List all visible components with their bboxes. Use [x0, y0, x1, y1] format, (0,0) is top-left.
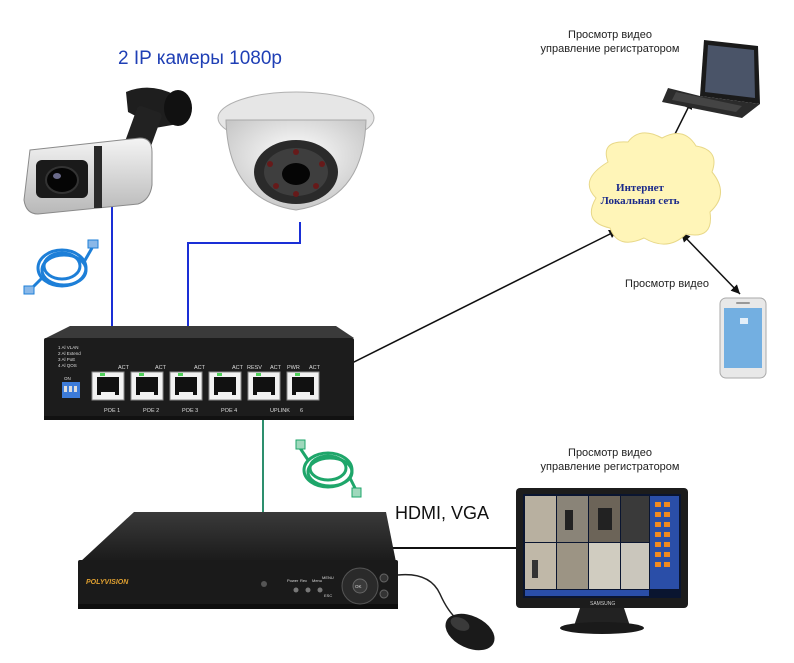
- laptop-label: Просмотр видео управление регистратором: [520, 28, 700, 56]
- hdmi-vga-label: HDMI, VGA: [395, 503, 490, 523]
- dvr-button-label: Rec: [300, 578, 307, 583]
- switch-port: [208, 371, 242, 401]
- port-bottom-label: 6: [300, 408, 303, 414]
- cloud-phone-arrow: [680, 232, 741, 295]
- cloud-label: Интернет Локальная сеть: [590, 182, 690, 208]
- phone-label: Просмотр видео: [625, 278, 709, 290]
- port-bottom-label: POE 3: [182, 408, 198, 414]
- mouse-icon: [397, 573, 495, 651]
- port-top-label: PWR: [287, 365, 300, 371]
- dvr-ok-label: OK: [355, 584, 362, 589]
- port-top-label: ACT: [232, 365, 244, 371]
- switch-port: [130, 371, 164, 401]
- green-patch-cable-icon: [295, 439, 362, 498]
- port-top-label: ACT: [155, 365, 167, 371]
- switch-side-label: 3 Al PoE: [58, 357, 75, 362]
- port-top-label: ACT: [194, 365, 206, 371]
- switch-port: [169, 371, 203, 401]
- switch-port: [247, 371, 281, 401]
- cloud-label-line1: Интернет: [616, 182, 664, 194]
- port-top-label: ACT: [118, 365, 130, 371]
- port-top-label: ACT: [270, 365, 282, 371]
- laptop-label-line1: Просмотр видео: [568, 29, 652, 41]
- page-title: 2 IP камеры 1080р: [118, 48, 282, 69]
- monitor: [516, 488, 688, 634]
- port-bottom-label: POE 1: [104, 408, 120, 414]
- port-bottom-label: POE 4: [221, 408, 237, 414]
- monitor-brand: SAMSUNG: [590, 601, 615, 607]
- switch-port: [91, 371, 125, 401]
- laptop-icon: [662, 40, 760, 118]
- switch-side-label: 2 Al Extend: [58, 351, 81, 356]
- blue-patch-cable-icon: [23, 239, 99, 295]
- monitor-label-line2: управление регистратором: [540, 461, 680, 473]
- switch-side-label: 1 Al VLAN: [58, 345, 79, 350]
- smartphone-icon: [719, 297, 767, 379]
- monitor-label-line1: Просмотр видео: [568, 447, 652, 459]
- laptop-label-line2: управление регистратором: [540, 43, 680, 55]
- dvr-button-label: Menu: [312, 578, 322, 583]
- dome-camera: [217, 91, 375, 211]
- dvr-esc-label: ESC: [324, 593, 332, 598]
- port-top-label: RESV: [247, 365, 262, 371]
- port-bottom-label: UPLINK: [270, 408, 290, 414]
- dvr-recorder: [78, 512, 398, 609]
- dvr-menu-label: MENU: [322, 575, 334, 580]
- switch-to-cloud-arrow: [321, 229, 619, 379]
- port-top-label: ACT: [309, 365, 321, 371]
- poe-cable-dome: [187, 222, 301, 373]
- switch-port: [286, 371, 320, 401]
- monitor-label: Просмотр видео управление регистратором: [520, 446, 700, 474]
- bullet-camera: [23, 87, 192, 215]
- camera-feed-grid: [525, 496, 649, 589]
- port-bottom-label: POE 2: [143, 408, 159, 414]
- switch-side-label: 4 Al QOS: [58, 363, 77, 368]
- cloud-label-line2: Локальная сеть: [600, 195, 680, 207]
- cloud-shape: [588, 132, 721, 245]
- dvr-brand: POLYVISION: [86, 579, 129, 586]
- switch-port-labels: ACT ACT ACT ACT RESV ACT PWR ACT POE 1 P…: [58, 345, 321, 414]
- dvr-button-label: Power: [287, 578, 299, 583]
- switch-ports: [91, 371, 320, 401]
- dip-switch-label: ON: [64, 376, 71, 381]
